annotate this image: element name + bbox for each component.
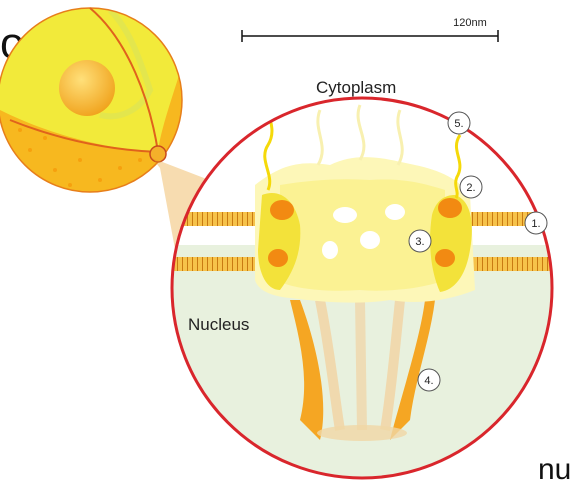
scale-bar: 120nm <box>242 17 498 42</box>
nucleus-label: Nucleus <box>188 315 249 334</box>
callout-5: 5. <box>448 112 470 134</box>
nucleolus-sphere <box>59 60 115 116</box>
zoom-circle <box>160 90 570 482</box>
callout-3-label: 3. <box>415 236 424 248</box>
callout-4: 4. <box>418 369 440 391</box>
nuclear-pore-complex <box>255 157 475 303</box>
zoom-origin-marker <box>150 146 166 162</box>
callout-4-label: 4. <box>424 375 433 387</box>
callout-2: 2. <box>460 176 482 198</box>
callout-2-label: 2. <box>466 182 475 194</box>
cytoplasm-label: Cytoplasm <box>316 78 396 97</box>
callout-3: 3. <box>409 230 431 252</box>
callout-1-label: 1. <box>531 218 540 230</box>
callout-5-label: 5. <box>454 118 463 130</box>
callout-1: 1. <box>525 212 547 234</box>
scale-bar-label: 120nm <box>453 17 487 29</box>
